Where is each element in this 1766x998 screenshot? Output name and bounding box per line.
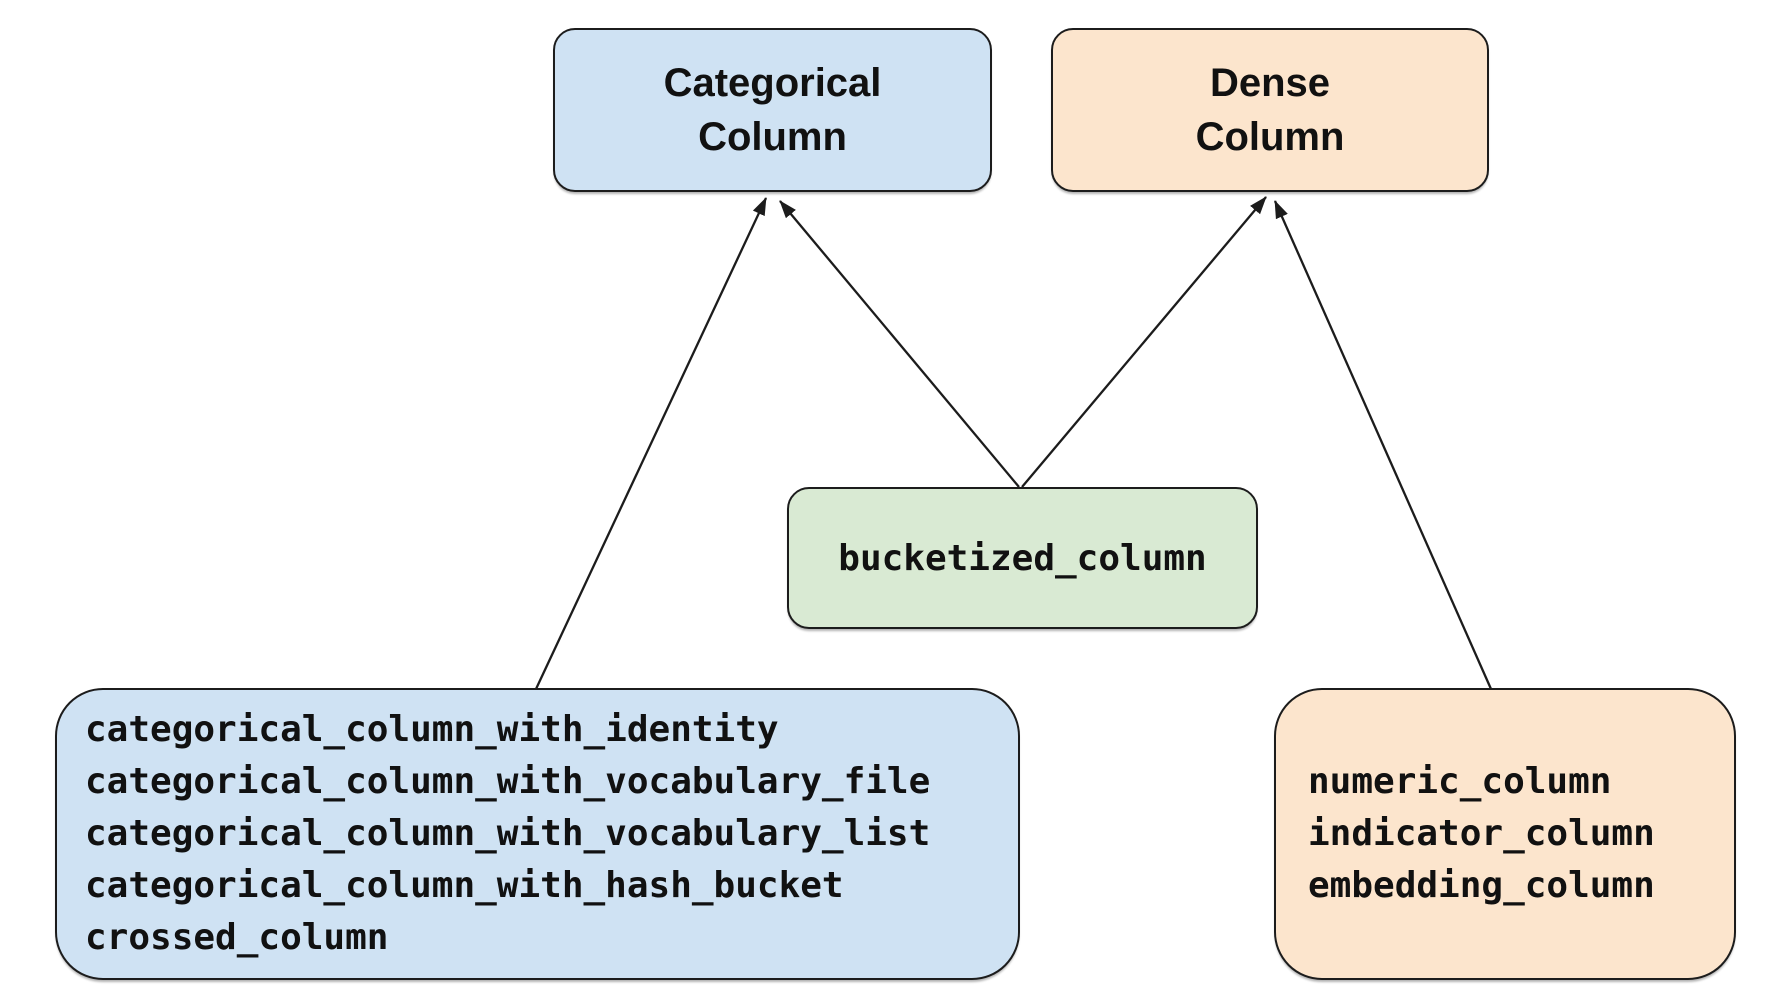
categorical-function-item: categorical_column_with_vocabulary_file	[85, 761, 931, 802]
categorical-function-item: crossed_column	[85, 917, 389, 958]
dense-column-label-line1: Dense	[1209, 61, 1331, 105]
categorical-column-label-line1: Categorical	[663, 61, 882, 105]
categorical-function-item: categorical_column_with_hash_bucket	[85, 865, 844, 906]
node-categorical-functions: categorical_column_with_identity categor…	[55, 688, 1020, 980]
categorical-function-item: categorical_column_with_identity	[85, 709, 779, 750]
node-categorical-column: Categorical Column	[553, 28, 992, 192]
categorical-function-item: categorical_column_with_vocabulary_list	[85, 813, 931, 854]
categorical-column-label-line2: Column	[698, 115, 847, 159]
edge-categorical-impl-to-categorical	[534, 197, 768, 690]
dense-function-item: embedding_column	[1308, 865, 1655, 906]
edge-bucketized-to-categorical	[779, 200, 1020, 488]
node-dense-functions: numeric_column indicator_column embeddin…	[1274, 688, 1736, 980]
dense-function-item: numeric_column	[1308, 761, 1612, 802]
edge-dense-impl-to-dense	[1273, 200, 1493, 690]
bucketized-column-label: bucketized_column	[838, 537, 1207, 579]
dense-function-item: indicator_column	[1308, 813, 1655, 854]
dense-column-label-line2: Column	[1195, 115, 1345, 159]
edge-bucketized-to-dense	[1021, 196, 1267, 488]
node-bucketized-column: bucketized_column	[787, 487, 1258, 629]
node-dense-column: Dense Column	[1051, 28, 1489, 192]
